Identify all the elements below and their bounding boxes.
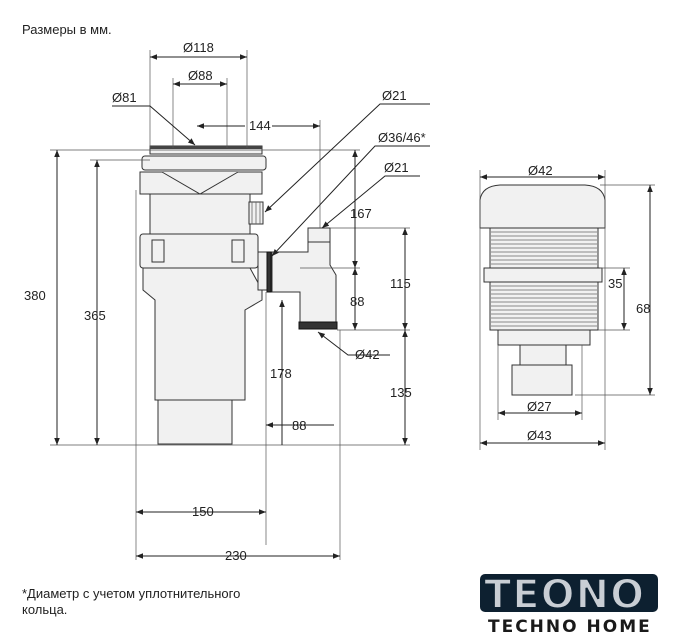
- label-d21-outlet: Ø21: [384, 160, 409, 175]
- label-d43: Ø43: [527, 428, 552, 443]
- label-230: 230: [225, 548, 247, 563]
- footnote-line-2: кольца.: [22, 602, 67, 617]
- button-labels: Ø42 35 68 Ø27 Ø43: [527, 163, 650, 443]
- disposer-drawing: [139, 145, 338, 445]
- units-note: Размеры в мм.: [22, 22, 112, 37]
- label-88-outlet: 88: [350, 294, 364, 309]
- motor-housing: [142, 267, 263, 401]
- disposer-labels: Ø118 Ø88 Ø81 144 Ø21 Ø36/46* Ø21 167 115…: [24, 40, 426, 563]
- label-35: 35: [608, 276, 622, 291]
- label-d81: Ø81: [112, 90, 137, 105]
- button-cap: [479, 184, 606, 229]
- label-d36-46: Ø36/46*: [378, 130, 426, 145]
- footnote-line-1: *Диаметр с учетом уплотнительного: [22, 586, 240, 601]
- outlet-pipe: [271, 239, 337, 326]
- dimension-lines: [54, 54, 430, 559]
- air-switch-drawing: [479, 184, 606, 396]
- logo-sub-text: TECHNO HOME: [488, 617, 652, 637]
- label-380: 380: [24, 288, 46, 303]
- outlet-seal: [298, 321, 338, 330]
- logo-main-text: TEONO: [484, 572, 645, 618]
- label-115: 115: [390, 276, 411, 291]
- label-150: 150: [192, 504, 214, 519]
- button-nut: [483, 267, 603, 283]
- mount-ring: [141, 155, 267, 171]
- label-d42-outlet: Ø42: [355, 347, 380, 362]
- label-d27: Ø27: [527, 399, 552, 414]
- label-88-width: 88: [292, 418, 306, 433]
- label-d118: Ø118: [183, 40, 214, 55]
- button-fitting: [511, 364, 573, 396]
- label-135: 135: [390, 385, 412, 400]
- motor-base: [157, 399, 233, 445]
- label-144: 144: [249, 118, 271, 133]
- teono-logo: TEONO TECHNO HOME: [480, 571, 658, 637]
- label-365: 365: [84, 308, 106, 323]
- label-167: 167: [350, 206, 372, 221]
- extension-lines: [50, 50, 410, 560]
- label-d42-cap: Ø42: [528, 163, 553, 178]
- label-68: 68: [636, 301, 650, 316]
- label-d88: Ø88: [188, 68, 213, 83]
- label-178: 178: [270, 366, 292, 381]
- button-dimension-lines: [479, 170, 655, 450]
- label-d21-inlet: Ø21: [382, 88, 407, 103]
